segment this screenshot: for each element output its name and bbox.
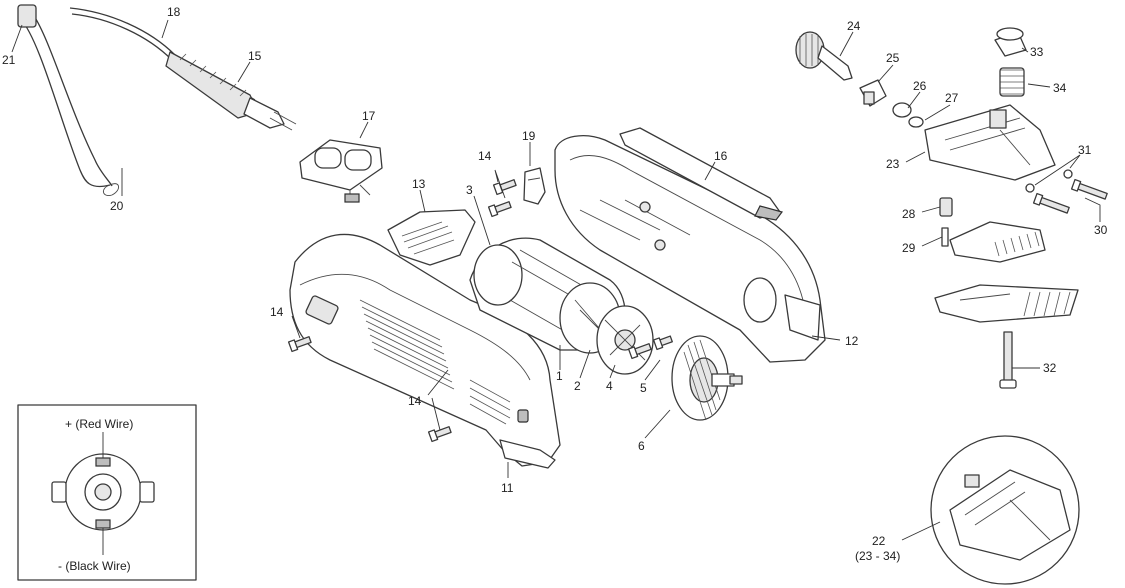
label-34: 34 [1053,81,1067,95]
label-14-left: 14 [270,305,284,319]
bushing [892,102,924,128]
label-25: 25 [886,51,900,65]
label-3: 3 [466,183,473,197]
label-17: 17 [362,109,376,123]
lower-housing [289,233,561,469]
label-32: 32 [1043,361,1057,375]
label-26: 26 [913,79,927,93]
label-6: 6 [638,439,645,453]
label-22-range: (23 - 34) [855,549,900,563]
label-31: 31 [1078,143,1092,157]
fan-gear [671,335,743,421]
label-14-top: 14 [478,149,492,163]
label-14-bottom: 14 [408,394,422,408]
switch-cover [387,209,476,266]
label-5: 5 [640,381,647,395]
spring [999,67,1025,97]
cutter-blade [949,221,1046,263]
label-24: 24 [847,19,861,33]
leader-lines [11,19,1101,541]
blade-screw [999,331,1017,389]
label-27: 27 [945,91,959,105]
label-18: 18 [167,5,181,19]
motor [469,237,626,354]
brush-plate [596,305,654,375]
label-20: 20 [110,199,124,213]
label-21: 21 [2,53,16,67]
red-wire-label: + (Red Wire) [65,417,133,431]
label-16: 16 [714,149,728,163]
trigger-bar [619,127,784,221]
label-4: 4 [606,379,613,393]
blade-hinge [924,104,1056,181]
comb-blade [934,284,1079,323]
label-33: 33 [1030,45,1044,59]
upper-housing [554,135,826,363]
blade-drive-cap [994,27,1027,57]
label-15: 15 [248,49,262,63]
label-23: 23 [886,157,900,171]
cord-plug-end [17,4,37,28]
label-22: 22 [872,534,886,548]
brand-badge [305,295,339,325]
switch-assembly [299,139,383,203]
blade-assembly-inset [930,435,1080,585]
black-wire-label: - (Black Wire) [58,559,131,573]
label-12: 12 [845,334,859,348]
tension-knob [795,31,853,81]
bracket [523,167,546,205]
label-29: 29 [902,241,916,255]
knob-fitting [859,79,887,107]
label-11: 11 [501,481,514,495]
label-28: 28 [902,207,916,221]
part-number-labels: 21 18 15 17 20 13 14 19 3 16 14 14 1 2 4… [2,5,1108,563]
cord-strain-relief [165,51,297,131]
label-1: 1 [556,369,563,383]
wiring-inset: + (Red Wire) - (Black Wire) [17,404,197,581]
hinge-screws [1025,169,1108,214]
screws [287,179,673,443]
label-19: 19 [522,129,536,143]
latch-pin [939,197,953,247]
label-13: 13 [412,177,426,191]
label-30: 30 [1094,223,1108,237]
label-2: 2 [574,379,581,393]
